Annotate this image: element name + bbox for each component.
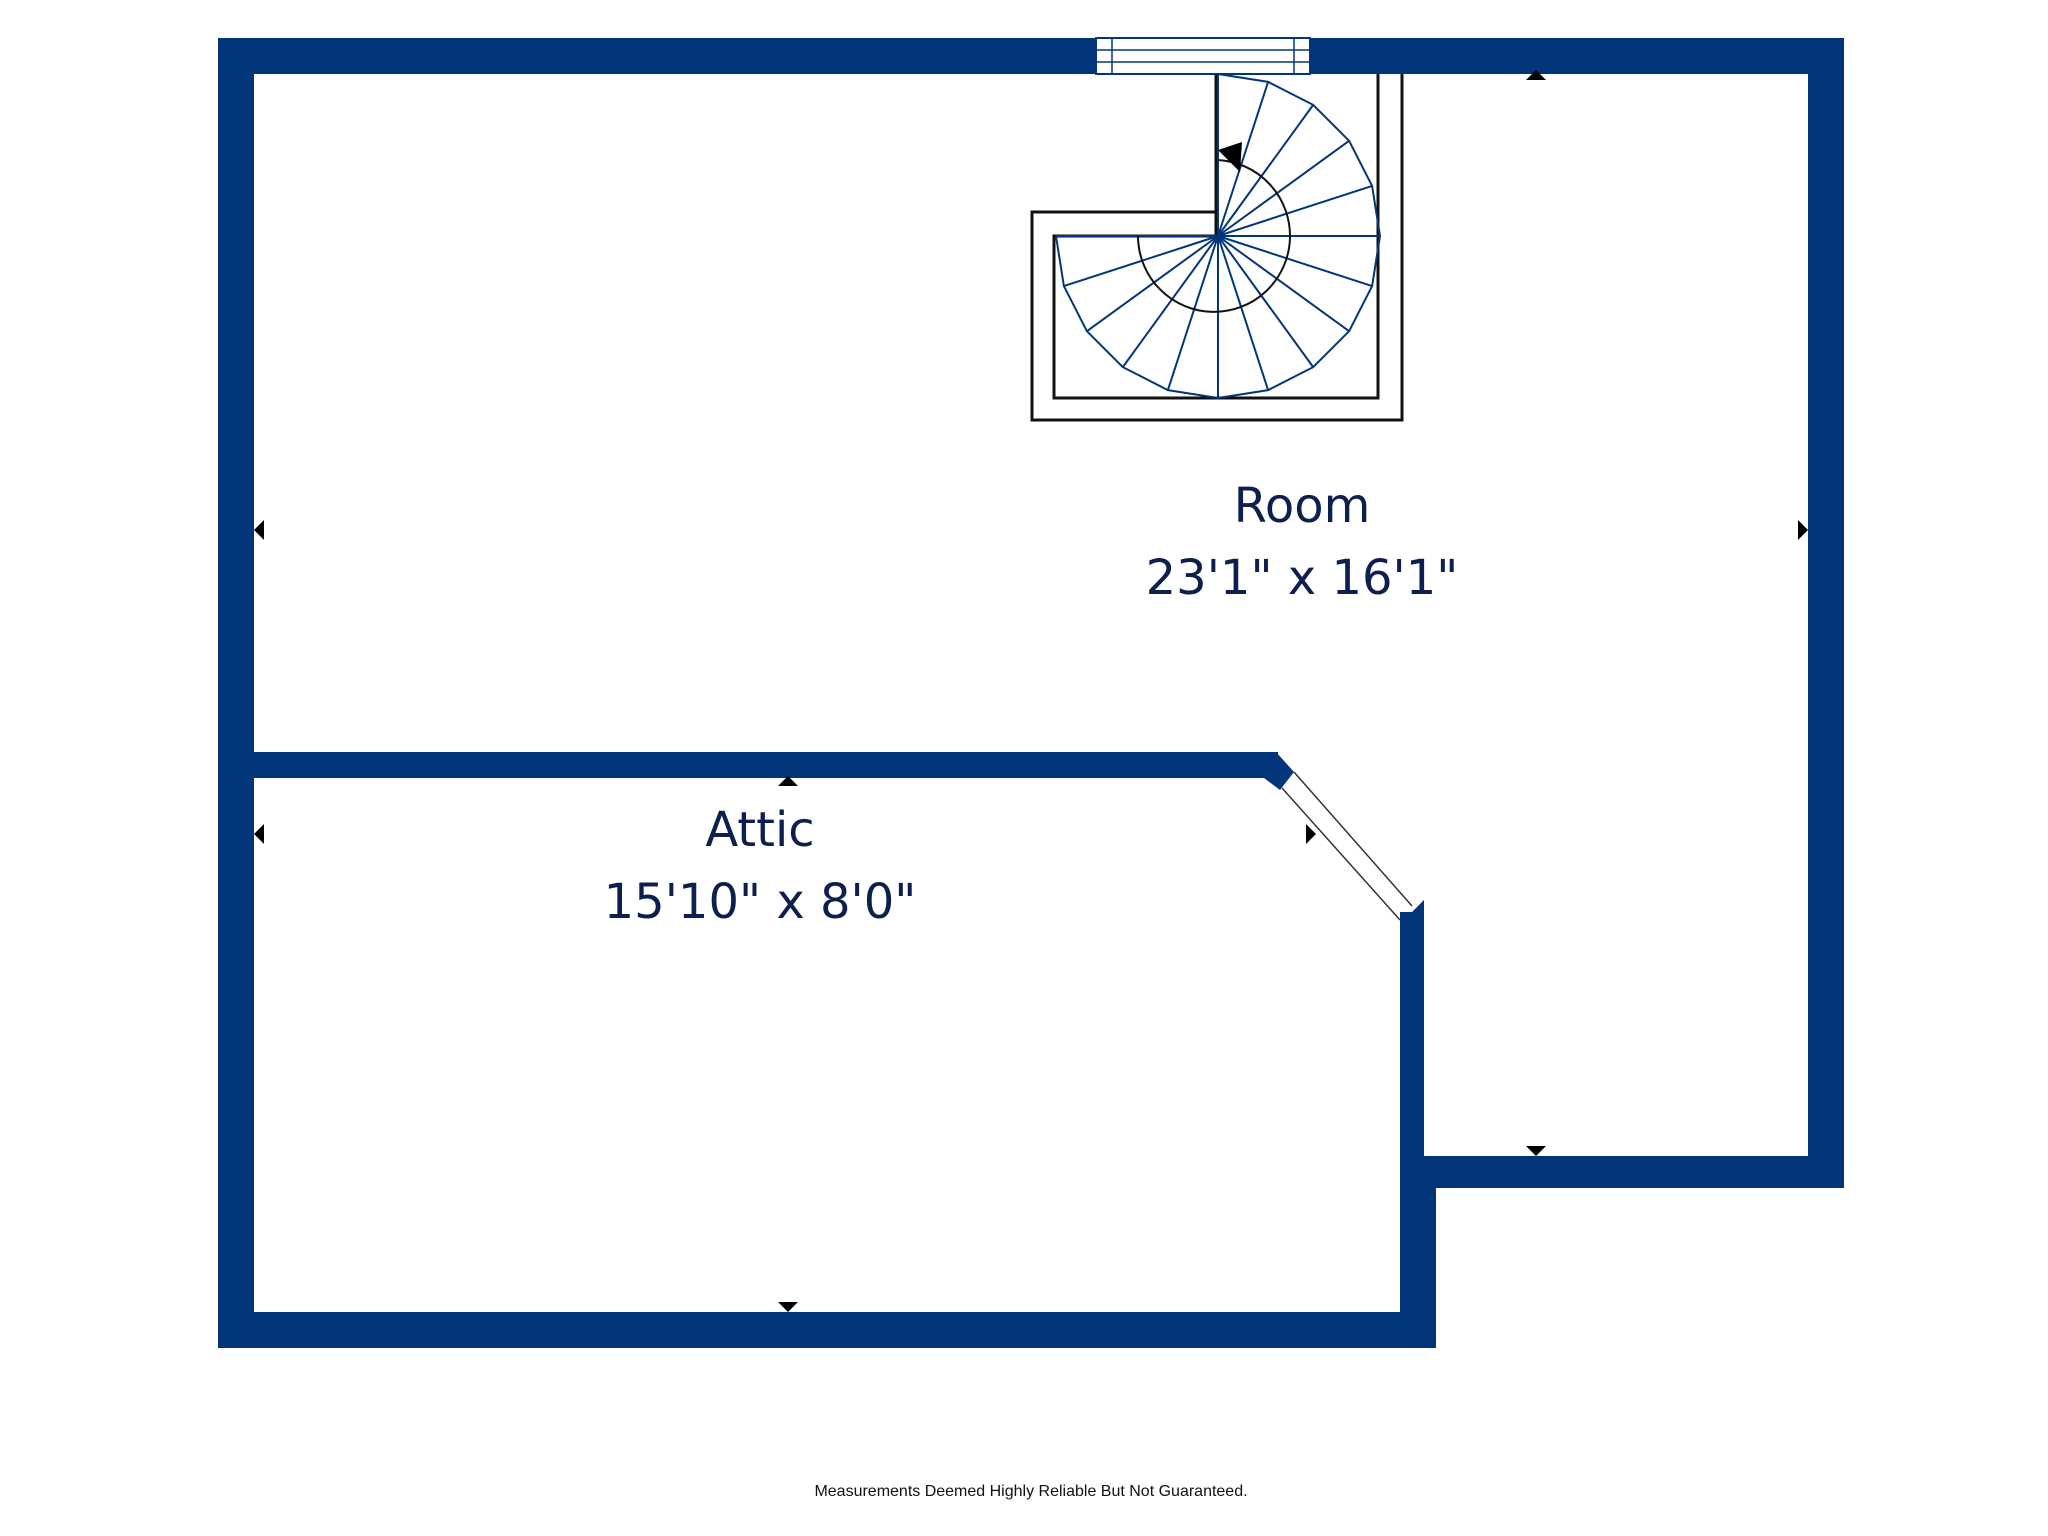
room-name-room: Room bbox=[1234, 478, 1371, 534]
stair-tread bbox=[1217, 81, 1270, 237]
marker-attic-top bbox=[778, 776, 798, 786]
wall-attic-right bbox=[1400, 912, 1424, 1348]
walls bbox=[218, 38, 1844, 1348]
stair-tread bbox=[1217, 184, 1373, 237]
marker-attic-left bbox=[254, 824, 264, 844]
stair-tread bbox=[1166, 235, 1219, 391]
stair-direction-arrow bbox=[1218, 142, 1242, 172]
spiral-staircase bbox=[1030, 73, 1404, 422]
wall-partition-cap bbox=[1264, 752, 1294, 790]
wall-bottom bbox=[218, 1312, 1436, 1348]
marker-attic-right bbox=[1306, 824, 1316, 844]
stair-tread bbox=[1217, 235, 1270, 391]
stair-tread bbox=[1063, 235, 1219, 288]
room-name-attic: Attic bbox=[705, 802, 814, 858]
stair-tread bbox=[1217, 235, 1315, 368]
marker-attic-bottom bbox=[778, 1302, 798, 1312]
dimension-markers bbox=[254, 70, 1808, 1312]
stair-outer-edge bbox=[1055, 73, 1382, 400]
marker-room-right bbox=[1798, 520, 1808, 540]
wall-partition bbox=[254, 752, 1278, 778]
wall-right bbox=[1808, 38, 1844, 1188]
wall-top bbox=[218, 38, 1844, 74]
stair-tread bbox=[1121, 235, 1219, 368]
wall-left bbox=[218, 38, 254, 1348]
marker-room-bottom bbox=[1526, 1146, 1546, 1156]
stair-tread bbox=[1086, 235, 1219, 333]
stair-tread bbox=[1217, 235, 1350, 333]
marker-room-top bbox=[1526, 70, 1546, 80]
angled-opening bbox=[1281, 771, 1413, 921]
wall-lower-right bbox=[1420, 1156, 1844, 1188]
window bbox=[1095, 37, 1311, 75]
marker-room-left bbox=[254, 520, 264, 540]
stair-tread bbox=[1217, 104, 1315, 237]
disclaimer: Measurements Deemed Highly Reliable But … bbox=[814, 1483, 1247, 1500]
room-dimensions-attic: 15'10" x 8'0" bbox=[604, 874, 917, 930]
room-dimensions-room: 23'1" x 16'1" bbox=[1146, 550, 1459, 606]
wall-attic-right-cap bbox=[1400, 900, 1424, 924]
stair-tread bbox=[1217, 235, 1373, 288]
stair-tread bbox=[1217, 139, 1350, 237]
